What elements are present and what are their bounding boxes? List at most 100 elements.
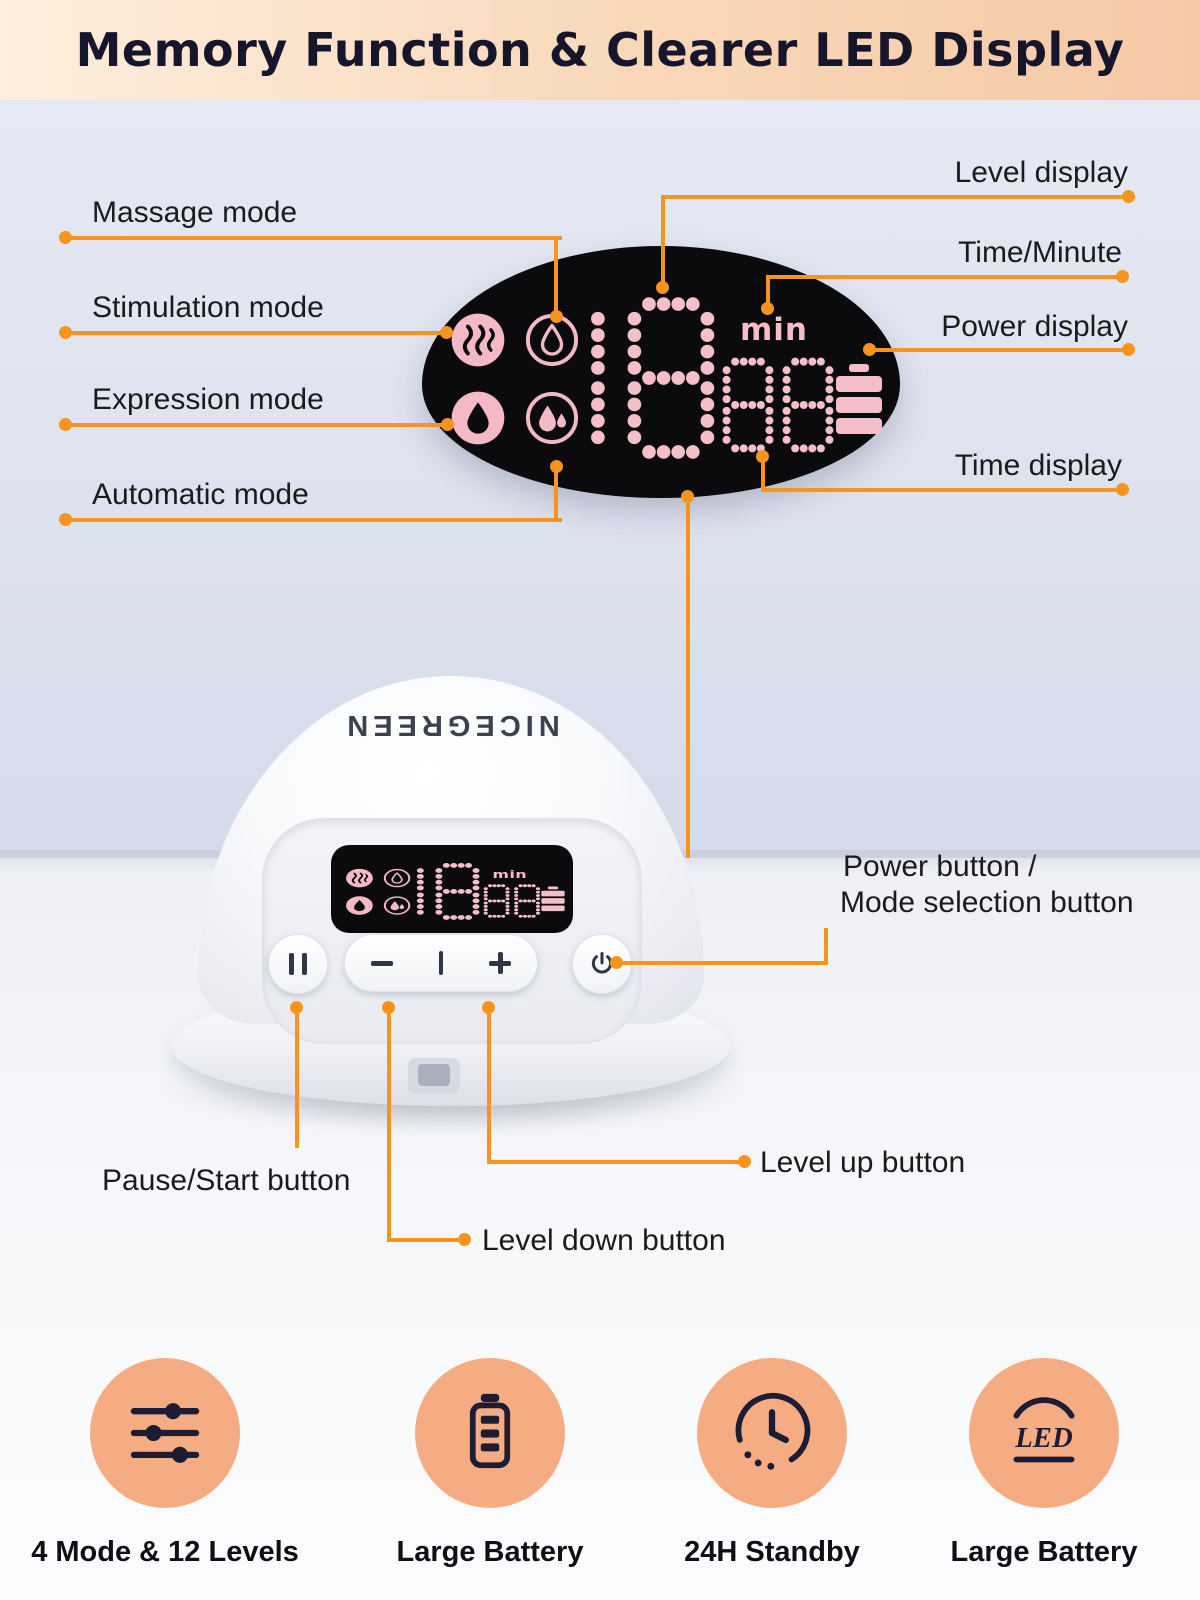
feature-label: Large Battery [396, 1536, 584, 1568]
display-content-mini: min [331, 845, 573, 933]
callout-line [65, 423, 448, 427]
minute-unit-label: min [740, 312, 808, 348]
led-icon: LED [1013, 1397, 1075, 1463]
feature-circle [697, 1358, 847, 1508]
display-content: min [422, 246, 900, 498]
callout-dot [681, 490, 694, 503]
callout-dot [59, 418, 72, 431]
level-digits [576, 290, 722, 466]
svg-text:LED: LED [1014, 1422, 1073, 1454]
callout-dot [550, 310, 563, 323]
callout-pause-start: Pause/Start button [102, 1164, 351, 1197]
level-control [344, 934, 538, 992]
callout-line [763, 488, 1122, 492]
feature-circle: LED [969, 1358, 1119, 1508]
zoom-connector-line [686, 500, 690, 858]
page-title: Memory Function & Clearer LED Display [75, 23, 1125, 77]
sliders-icon [130, 1403, 200, 1463]
minute-unit-label: min [492, 868, 528, 881]
feature-battery: Large Battery [378, 1358, 602, 1569]
battery-icon [469, 1393, 511, 1469]
callout-line [487, 1160, 742, 1164]
callout-dot [382, 1001, 395, 1014]
callout-line [554, 466, 558, 520]
massage-mode-icon [345, 868, 373, 888]
callout-dot [458, 1233, 471, 1246]
callout-dot [59, 231, 72, 244]
callout-dot [1116, 483, 1129, 496]
expression-mode-icon [345, 896, 373, 916]
minus-icon [371, 960, 393, 966]
callout-line [661, 195, 665, 287]
callout-stimulation-mode: Stimulation mode [92, 291, 324, 324]
callout-expression-mode: Expression mode [92, 383, 324, 416]
callout-line [65, 331, 446, 335]
device-led-screen: min [331, 845, 573, 933]
callout-time-minute: Time/Minute [958, 236, 1122, 269]
pause-start-button [268, 934, 328, 994]
callout-line [487, 1012, 491, 1164]
callout-dot [656, 281, 669, 294]
expression-mode-icon [450, 390, 506, 446]
header-banner: Memory Function & Clearer LED Display [0, 0, 1200, 100]
time-digits [481, 883, 542, 919]
pause-icon [289, 953, 307, 975]
callout-line [768, 275, 1122, 279]
feature-label: Large Battery [950, 1536, 1138, 1568]
callout-level-display: Level display [954, 156, 1128, 189]
callout-dot [441, 418, 454, 431]
callout-line [618, 961, 828, 965]
callout-dot [756, 450, 769, 463]
feature-modes: 4 Mode & 12 Levels [28, 1358, 302, 1569]
callout-line [766, 275, 770, 308]
callout-level-down: Level down button [482, 1224, 726, 1257]
callout-line [663, 195, 1128, 199]
feature-label: 24H Standby [684, 1536, 860, 1568]
callout-power-display: Power display [941, 310, 1128, 343]
callout-dot [761, 302, 774, 315]
automatic-mode-icon [383, 896, 411, 916]
massage-mode-icon [450, 312, 506, 368]
battery-indicator-icon [541, 886, 565, 912]
callout-dot [738, 1155, 751, 1168]
callout-dot [59, 326, 72, 339]
callout-dot [1122, 190, 1135, 203]
callout-level-up: Level up button [760, 1146, 966, 1179]
callout-line [65, 518, 562, 522]
callout-time-display: Time display [954, 449, 1122, 482]
callout-line [870, 348, 1128, 352]
stimulation-mode-icon [383, 868, 411, 888]
feature-led: LED Large Battery [930, 1358, 1158, 1569]
feature-label: 4 Mode & 12 Levels [31, 1536, 299, 1568]
callout-line [824, 928, 828, 965]
divider-icon [439, 951, 443, 975]
callout-line [295, 1012, 299, 1148]
callout-dot [550, 460, 563, 473]
callout-dot [59, 513, 72, 526]
feature-circle [415, 1358, 565, 1508]
brand-logo: NICEGREEN [342, 709, 560, 741]
port-tab [408, 1058, 460, 1094]
callout-power-button-line1: Power button / [843, 850, 1037, 883]
feature-circle [90, 1358, 240, 1508]
feature-standby: 24H Standby [660, 1358, 884, 1569]
callout-dot [482, 1001, 495, 1014]
callout-massage-mode: Massage mode [92, 196, 298, 229]
callout-automatic-mode: Automatic mode [92, 478, 309, 511]
time-digits [718, 354, 838, 456]
clock-icon [735, 1393, 811, 1470]
callout-power-button-line2: Mode selection button [840, 886, 1134, 919]
battery-indicator-icon [836, 364, 882, 436]
callout-line [761, 457, 765, 492]
callout-dot [1122, 343, 1135, 356]
callout-line [387, 1238, 462, 1242]
callout-dot [440, 326, 453, 339]
automatic-mode-icon [524, 390, 580, 446]
callout-dot [863, 343, 876, 356]
callout-line [554, 236, 558, 318]
callout-dot [1116, 270, 1129, 283]
callout-line [65, 236, 562, 240]
callout-dot [610, 956, 623, 969]
callout-line [387, 1012, 391, 1242]
